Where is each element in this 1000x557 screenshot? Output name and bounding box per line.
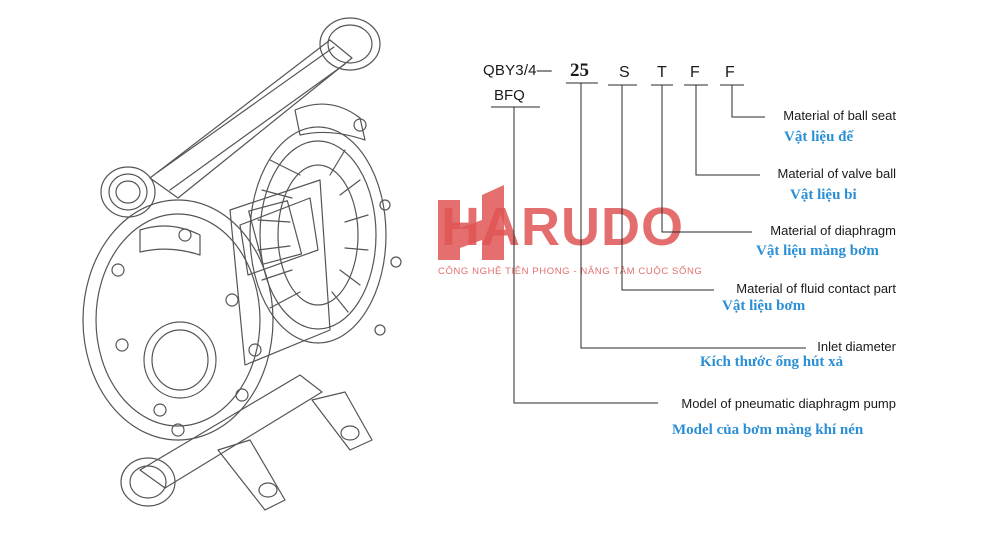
label-fluid-contact-en: Material of fluid contact part xyxy=(736,281,896,296)
center-body xyxy=(229,179,331,366)
top-outlet-right xyxy=(319,17,381,71)
code-segment-valve-ball: F xyxy=(690,64,700,81)
foot-left xyxy=(217,439,286,511)
label-diaphragm-vi: Vật liệu màng bơm xyxy=(756,243,879,259)
code-segment-fluid-contact: S xyxy=(619,64,630,81)
top-outlet-left xyxy=(100,166,156,218)
right-chamber xyxy=(249,126,387,344)
label-ball-seat-en: Material of ball seat xyxy=(783,108,896,123)
label-fluid-contact-vi: Vật liệu bơm xyxy=(722,298,806,314)
label-inlet-vi: Kích thước ống hút xả xyxy=(700,354,844,370)
watermark-tagline: CÔNG NGHỆ TIÊN PHONG - NÂNG TẦM CUỘC SỐN… xyxy=(438,266,703,277)
model-code-prefix: QBY3/4— xyxy=(483,62,552,79)
model-code-sub: BFQ xyxy=(494,87,525,104)
watermark-brand: HARUDO xyxy=(441,197,684,257)
bottom-inlet xyxy=(120,457,176,507)
code-segment-diaphragm: T xyxy=(657,64,667,81)
label-valve-ball-vi: Vật liệu bi xyxy=(790,187,857,203)
left-center-cap xyxy=(143,321,217,399)
label-ball-seat-vi: Vật liệu đế xyxy=(784,129,854,145)
code-segment-ball-seat: F xyxy=(725,64,735,81)
foot-right xyxy=(311,391,373,451)
left-chamber xyxy=(82,199,274,441)
label-model-en: Model of pneumatic diaphragm pump xyxy=(681,396,896,411)
bottom-manifold xyxy=(139,374,323,489)
code-segment-inlet: 25 xyxy=(570,60,589,81)
label-diaphragm-en: Material of diaphragm xyxy=(770,223,896,238)
label-valve-ball-en: Material of valve ball xyxy=(777,166,897,181)
label-inlet-en: Inlet diameter xyxy=(817,339,896,354)
top-manifold xyxy=(149,39,353,199)
label-model-vi: Model của bơm màng khí nén xyxy=(672,422,864,438)
